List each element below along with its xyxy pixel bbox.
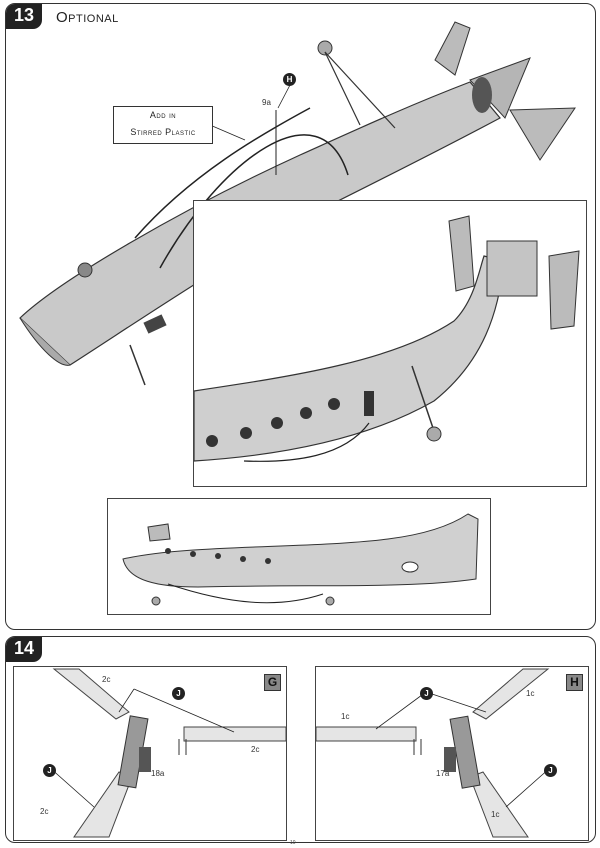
rotor-view-right: H 1c 1c 1c 17a J J	[315, 666, 589, 841]
part-label-9a: 9a	[262, 98, 271, 107]
part-label-2c-top: 2c	[102, 675, 111, 684]
marker-j: J	[544, 764, 557, 777]
part-label-1c-bottom: 1c	[491, 810, 500, 819]
marker-j: J	[420, 687, 433, 700]
marker-j: J	[43, 764, 56, 777]
part-label-18a: 18a	[151, 769, 165, 778]
callout-line-1: Add in	[149, 110, 177, 120]
marker-h: H	[283, 73, 296, 86]
callout-line-2: Stirred Plastic	[130, 127, 196, 137]
part-label-2c-bottom: 2c	[40, 807, 49, 816]
page-number: 10	[290, 840, 296, 846]
part-label-1c-top: 1c	[526, 689, 535, 698]
part-label-2c-right: 2c	[251, 745, 260, 754]
view-letter-g: G	[264, 674, 281, 691]
detail-view-side	[193, 200, 587, 487]
step-number: 14	[6, 637, 43, 662]
marker-j: J	[172, 687, 185, 700]
view-letter-h: H	[566, 674, 583, 691]
step-number: 13	[6, 4, 43, 29]
rotor-view-left: G 2c 2c 2c 18a J J	[13, 666, 287, 841]
detail-view-full	[107, 498, 491, 615]
part-label-1c-left: 1c	[341, 712, 350, 721]
step-title: Optional	[56, 9, 119, 26]
part-label-17a: 17a	[436, 769, 450, 778]
stirred-plastic-callout: Add in Stirred Plastic	[113, 106, 213, 144]
